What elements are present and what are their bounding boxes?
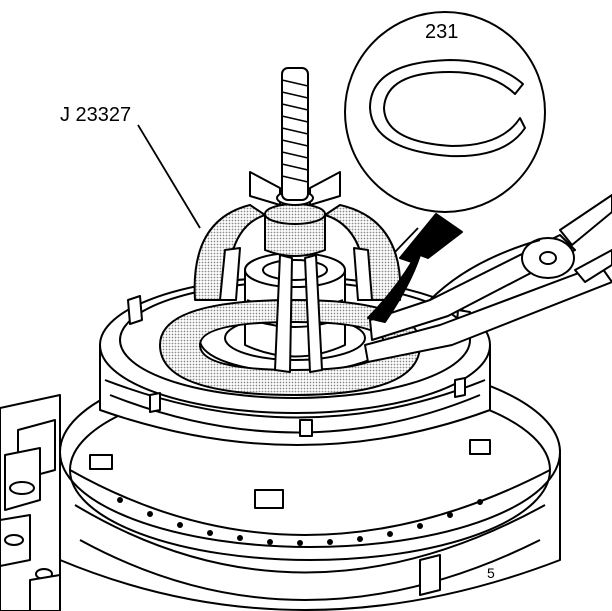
curved-arrow-up-icon	[367, 213, 463, 323]
puller-tool	[159, 67, 421, 396]
svg-text:5: 5	[487, 565, 495, 581]
snap-ring-icon	[369, 59, 526, 158]
detail-inset	[344, 11, 546, 213]
tool-callout-label: J 23327	[60, 104, 132, 126]
snap-ring-pliers	[364, 194, 612, 363]
tool-leader-line	[137, 124, 201, 229]
part-callout-label: 231	[425, 21, 459, 43]
detail-leader-line	[394, 227, 419, 253]
